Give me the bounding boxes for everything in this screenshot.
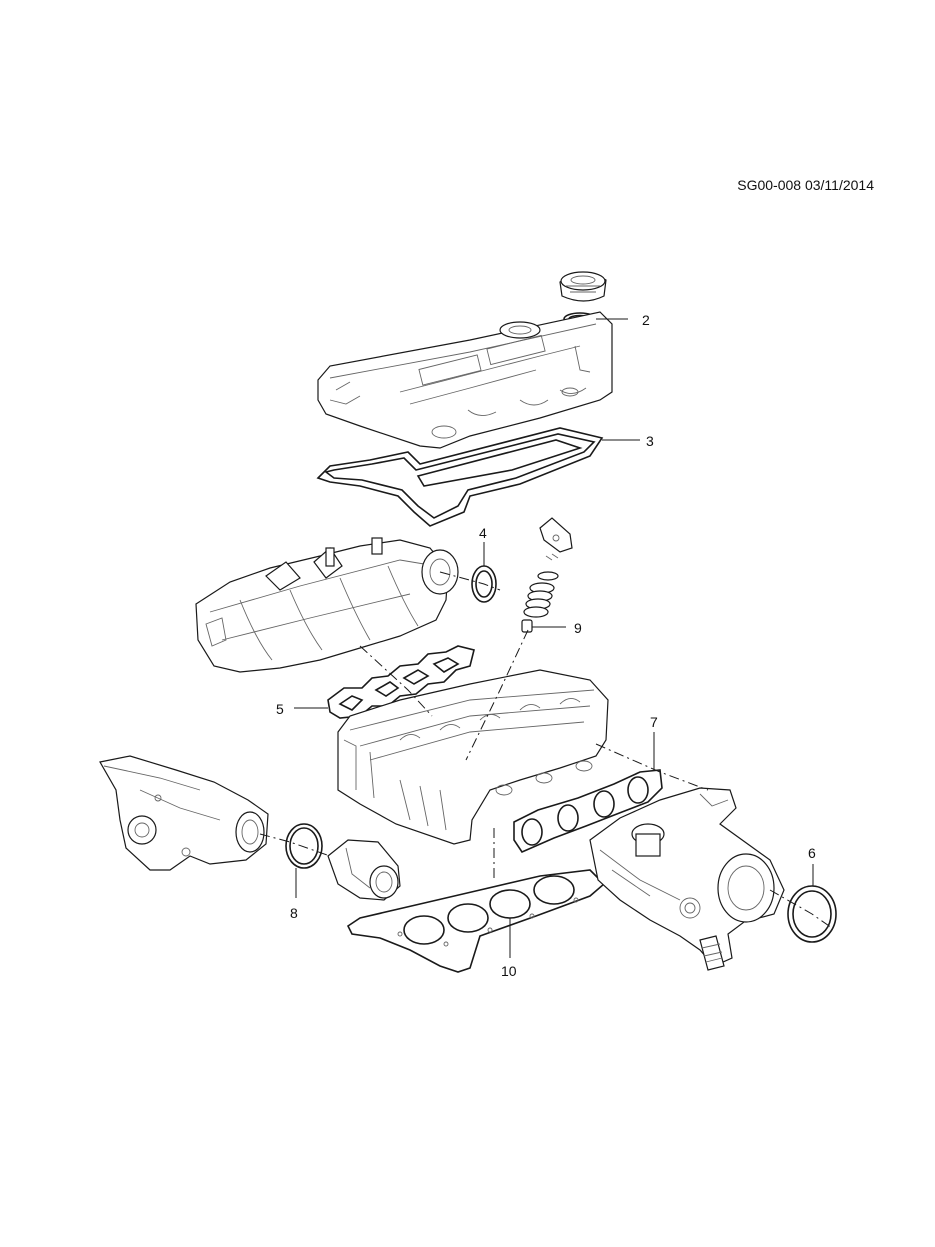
valve-stem-seal xyxy=(521,619,533,633)
oil-filler-cap xyxy=(559,271,607,302)
turbocharger-exhaust-manifold xyxy=(589,787,785,971)
valve-keepers xyxy=(545,553,559,561)
leader-lines xyxy=(294,318,814,958)
thermostat-housing xyxy=(99,755,269,871)
camshaft-cover-gasket xyxy=(316,427,604,527)
callout-6: 6 xyxy=(808,845,816,861)
valve-spring xyxy=(523,582,555,618)
callout-5: 5 xyxy=(276,701,284,717)
callout-9: 9 xyxy=(574,620,582,636)
exhaust-manifold-gasket xyxy=(513,769,663,854)
cylinder-head-gasket xyxy=(346,869,606,973)
callout-10: 10 xyxy=(501,963,517,979)
callout-2: 2 xyxy=(642,312,650,328)
callout-8: 8 xyxy=(290,905,298,921)
diagram-reference-code: SG00-008 03/11/2014 xyxy=(737,177,874,193)
thermostat-seal xyxy=(285,823,323,869)
callout-3: 3 xyxy=(646,433,654,449)
camshaft-cover xyxy=(317,311,613,449)
callout-7: 7 xyxy=(650,714,658,730)
intake-manifold-gaskets xyxy=(327,645,475,719)
intake-manifold xyxy=(195,537,459,673)
callout-4: 4 xyxy=(479,525,487,541)
thermostat xyxy=(327,839,401,901)
valve-rocker-arm xyxy=(539,517,573,553)
valve-spring-retainer xyxy=(537,571,559,581)
assembly-centerlines xyxy=(259,571,833,929)
cylinder-head xyxy=(337,669,609,845)
turbo-outlet-seal xyxy=(787,885,837,943)
